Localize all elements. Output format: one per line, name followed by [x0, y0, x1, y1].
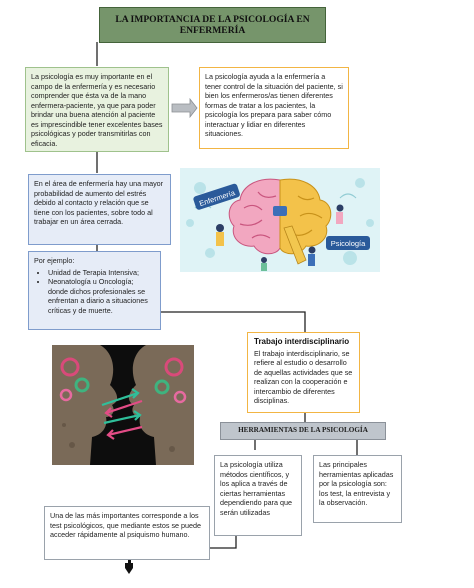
label-psicologia: Psicología: [331, 239, 366, 248]
ejemplo-label: Por ejemplo:: [34, 256, 75, 265]
herramientas-right-box: Las principales herramientas aplicadas p…: [313, 455, 402, 523]
trabajo-title: Trabajo interdisciplinario: [254, 337, 350, 346]
herramientas-header: HERRAMIENTAS DE LA PSICOLOGÍA: [220, 422, 386, 440]
ejemplo-item-uti: Unidad de Terapia Intensiva;: [48, 268, 155, 278]
intro-box: La psicología es muy importante en el ca…: [25, 67, 169, 152]
estres-box: En el área de enfermería hay una mayor p…: [28, 174, 171, 245]
page-title: LA IMPORTANCIA DE LA PSICOLOGÍA EN ENFER…: [99, 7, 326, 43]
herramientas-left-box: La psicología utiliza métodos científico…: [214, 455, 302, 536]
heads-illustration: [52, 345, 194, 465]
ejemplo-box: Por ejemplo: Unidad de Terapia Intensiva…: [28, 251, 161, 330]
ejemplo-item-neonatologia: Neonatología u Oncología; donde dichos p…: [48, 277, 155, 315]
trabajo-box: Trabajo interdisciplinario El trabajo in…: [247, 332, 360, 413]
ejemplo-list: Unidad de Terapia Intensiva; Neonatologí…: [34, 268, 155, 316]
brain-illustration: Enfermería Psicología: [180, 168, 380, 272]
tests-box: Una de las más importantes corresponde a…: [44, 506, 210, 560]
trabajo-text: El trabajo interdisciplinario, se refier…: [254, 348, 353, 406]
control-box: La psicología ayuda a la enfermería a te…: [199, 67, 349, 149]
